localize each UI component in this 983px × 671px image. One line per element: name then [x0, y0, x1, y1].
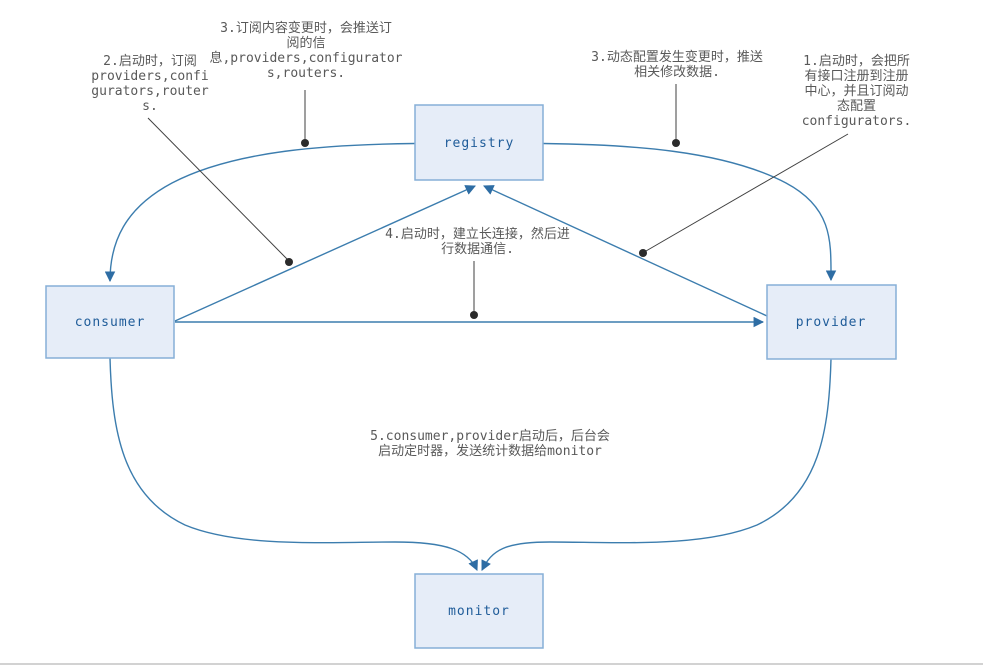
note-line: 2.启动时，订阅 [103, 54, 197, 69]
note-line: 4.启动时，建立长连接，然后进 [385, 227, 570, 242]
leader-dot-note1 [639, 249, 647, 257]
node-monitor: monitor [414, 573, 544, 649]
node-registry: registry [414, 104, 544, 181]
note-line: s,routers. [266, 66, 346, 81]
note-line: 行数据通信. [441, 242, 514, 257]
note-line: 相关修改数据. [634, 65, 720, 80]
provider-label: provider [796, 315, 867, 330]
bottom-divider [0, 663, 983, 665]
provider-box [766, 284, 897, 360]
registry-label: registry [444, 136, 515, 151]
note-line: 3.订阅内容变更时，会推送订 [220, 21, 392, 36]
note-line: providers,confi [91, 69, 209, 84]
connector-provider-to-registry [483, 185, 768, 317]
leader-dot-note3-config [672, 139, 680, 147]
note-line: 态配置 [836, 99, 876, 114]
connector-registry-to-consumer [104, 142, 416, 283]
note-line: 1.启动时，会把所 [803, 54, 910, 69]
leader-line-note1 [645, 133, 849, 252]
monitor-box [414, 573, 544, 649]
note-4-long-connection: 4.启动时，建立长连接，然后进 行数据通信. [355, 227, 600, 257]
note-line: 3.动态配置发生变更时，推送 [591, 50, 763, 65]
leader-dot-note3-subscribe [301, 139, 309, 147]
leader-dot-note2 [285, 258, 293, 266]
note-3-config-push: 3.动态配置发生变更时，推送 相关修改数据. [562, 50, 792, 80]
leader-line-note2 [147, 117, 288, 260]
consumer-label: consumer [75, 315, 146, 330]
connector-consumer-to-registry [174, 185, 476, 322]
note-line: 息,providers,configurator [209, 51, 403, 66]
note-line: 5.consumer,provider启动后，后台会 [370, 429, 610, 444]
note-3-subscribe-push: 3.订阅内容变更时，会推送订 阅的信 息,providers,configura… [180, 21, 432, 81]
note-1-provider-register: 1.启动时，会把所 有接口注册到注册 中心，并且订阅动 态配置 configur… [779, 54, 934, 129]
node-provider: provider [766, 284, 897, 360]
note-line: 有接口注册到注册 [804, 69, 909, 84]
connector-consumer-to-monitor [109, 357, 478, 571]
note-5-monitor-stats: 5.consumer,provider启动后，后台会 启动定时器，发送统计数据给… [345, 429, 635, 459]
leader-dot-note4 [470, 311, 478, 319]
consumer-box [45, 285, 175, 359]
note-line: 中心，并且订阅动 [804, 84, 909, 99]
note-2-consumer-subscribe: 2.启动时，订阅 providers,confi gurators,router… [72, 54, 228, 114]
monitor-label: monitor [448, 604, 510, 619]
note-line: s. [142, 99, 158, 114]
note-line: 启动定时器，发送统计数据给monitor [378, 444, 602, 459]
registry-box [414, 104, 544, 181]
connector-provider-to-monitor [481, 358, 832, 571]
node-consumer: consumer [45, 285, 175, 359]
note-line: 阅的信 [286, 36, 326, 51]
connector-registry-to-provider [542, 142, 837, 282]
note-line: gurators,router [91, 84, 209, 99]
note-line: configurators. [801, 114, 912, 129]
